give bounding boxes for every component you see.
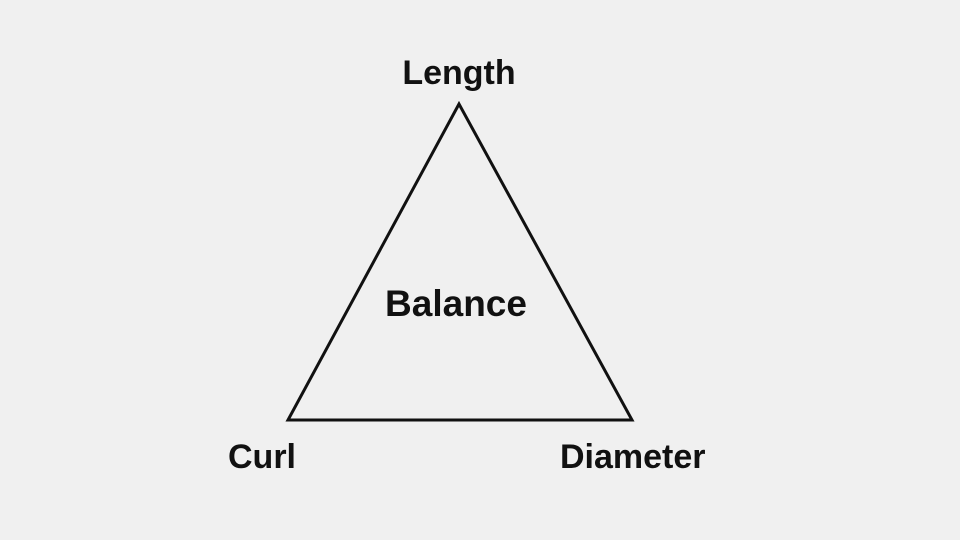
center-label-balance: Balance xyxy=(385,283,527,324)
balance-triangle xyxy=(285,100,635,422)
vertex-label-length: Length xyxy=(402,54,516,92)
vertex-label-diameter: Diameter xyxy=(560,438,706,476)
vertex-label-curl: Curl xyxy=(228,438,296,476)
